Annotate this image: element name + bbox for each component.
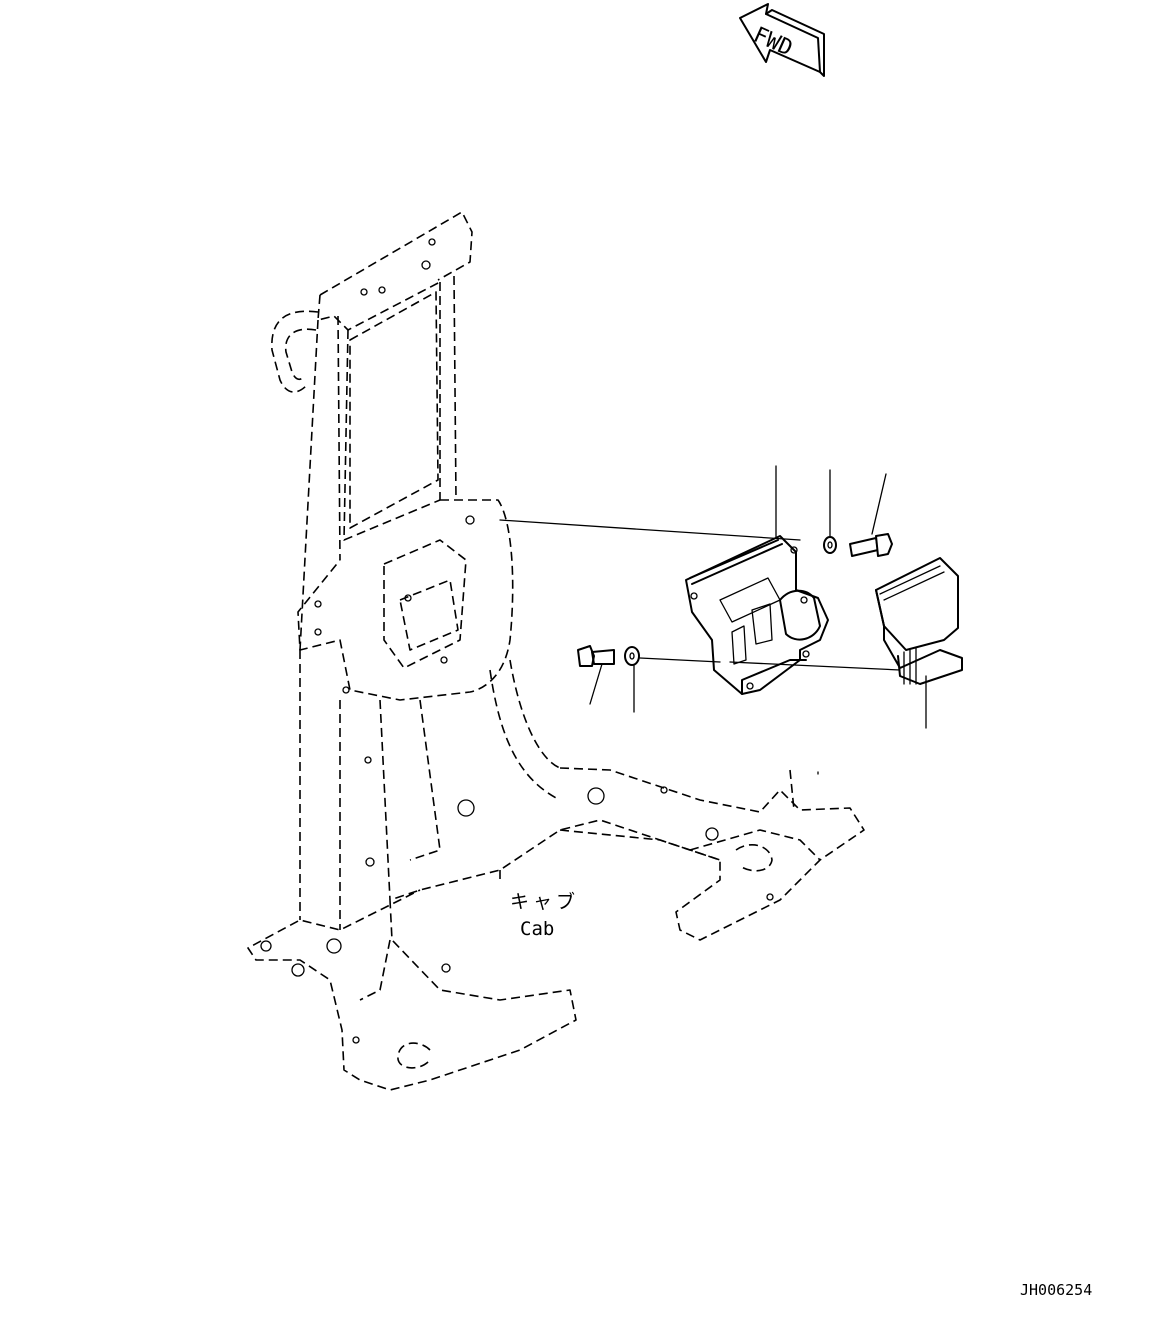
bolt-left [577, 645, 615, 667]
fwd-arrow-icon: FWD [739, 3, 825, 77]
cab-label-japanese: キャブ [510, 890, 579, 913]
drawing-id: JH006254 [1020, 1281, 1092, 1299]
bolt-right [849, 533, 893, 557]
cab-label-english: Cab [520, 918, 554, 940]
cab-frame [247, 211, 865, 1091]
washer-right [823, 536, 837, 554]
washer-left [624, 646, 640, 666]
controller-unit [875, 557, 963, 685]
mounting-bracket [685, 535, 829, 695]
assembly-lines [499, 519, 901, 671]
callout-leaders [589, 465, 927, 775]
